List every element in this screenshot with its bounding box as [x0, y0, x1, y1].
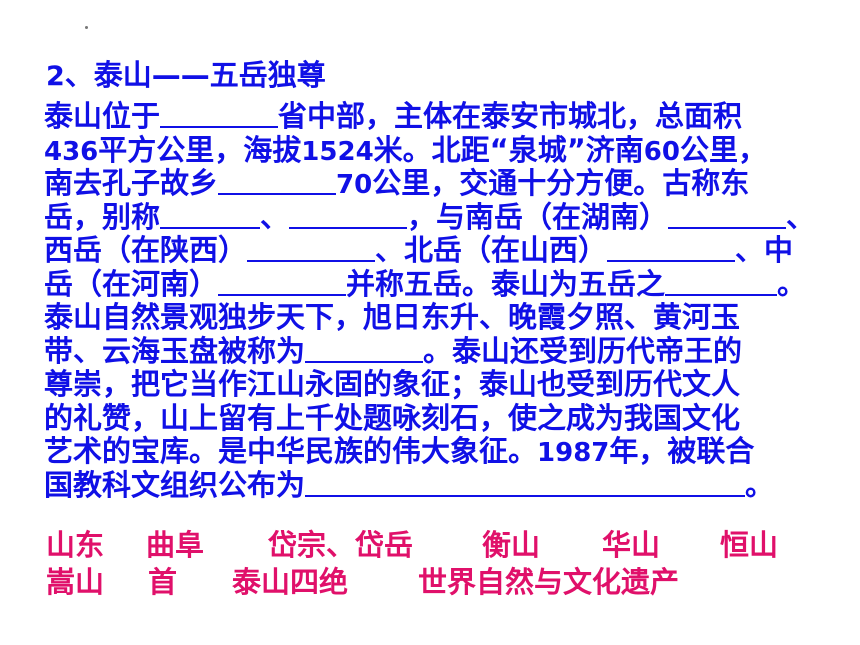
answer-item: 首: [148, 565, 178, 599]
passage-number: 70: [336, 170, 373, 200]
passage-text: 泰山位于: [44, 99, 161, 133]
passage-text: 。泰山还受到历代帝王的: [423, 333, 743, 368]
passage-line: 岳（在河南） 并称五岳。泰山为五岳之 。: [44, 266, 860, 302]
passage-text: 省中部，主体在泰安市城北，总面积: [278, 99, 743, 133]
answer-key: 山东 曲阜 岱宗、岱岳 衡山 华山 恒山 嵩山 首 泰山四绝 世界自然与文化遗产: [46, 527, 778, 601]
passage-line: 岳，别称 、 ，与南岳（在湖南） 、: [44, 199, 860, 235]
passage-text: 尊崇，把它当作江山永固的象征；泰山也受到历代文人: [44, 367, 741, 401]
answer-item: 嵩山: [46, 565, 105, 599]
answer-item: 衡山: [482, 528, 541, 562]
passage-line: 国教科文组织公布为 。: [44, 467, 860, 503]
section-number: 2: [46, 61, 65, 92]
passage-line: 的礼赞，山上留有上千处题咏刻石，使之成为我国文化: [44, 400, 860, 436]
passage: 泰山位于 省中部，主体在泰安市城北，总面积 436平方公里，海拔1524米。北距“…: [44, 99, 860, 503]
answer-item: 曲阜: [146, 528, 205, 562]
fill-blank-alias-2: [289, 202, 408, 229]
passage-text: 。: [777, 266, 807, 301]
answer-item: 泰山四绝: [232, 565, 349, 599]
answer-item: 华山: [602, 528, 661, 562]
passage-text: 、: [786, 199, 816, 234]
passage-text: 、北岳（在山西）: [375, 233, 608, 267]
fill-blank-central-mountain: [218, 269, 347, 296]
fill-blank-rank: [665, 269, 778, 296]
passage-line: 带、云海玉盘被称为 。泰山还受到历代帝王的: [44, 333, 860, 369]
passage-text: 带、云海玉盘被称为: [44, 333, 306, 368]
passage-text: 南去孔子故乡: [44, 166, 219, 200]
passage-text: 西岳（在陕西）: [44, 233, 248, 267]
passage-text: 公里，交通十分方便。古称东: [372, 166, 750, 200]
passage-text: ，与南岳（在湖南）: [407, 199, 669, 234]
passage-line: 尊崇，把它当作江山永固的象征；泰山也受到历代文人: [44, 367, 860, 402]
passage-line: 艺术的宝库。是中华民族的伟大象征。1987年，被联合: [44, 434, 860, 469]
passage-line: 泰山位于 省中部，主体在泰安市城北，总面积: [44, 99, 860, 134]
passage-line: 泰山自然景观独步天下，旭日东升、晚霞夕照、黄河玉: [44, 300, 860, 335]
answer-item: 岱宗、岱岳: [268, 528, 414, 562]
fill-blank-alias-1: [160, 202, 261, 229]
passage-text: 年，被联合: [609, 434, 755, 468]
passage-text: 岳（在河南）: [44, 266, 219, 301]
passage-number: 1987: [537, 438, 610, 468]
passage-text: 的礼赞，山上留有上千处题咏刻石，使之成为我国文化: [44, 400, 741, 435]
fill-blank-hometown: [218, 168, 337, 195]
passage-line: 西岳（在陕西） 、北岳（在山西） 、中: [44, 233, 860, 268]
passage-text: 、: [260, 199, 290, 234]
passage-text: 泰山自然景观独步天下，旭日东升、晚霞夕照、黄河玉: [44, 300, 741, 334]
answer-item: 世界自然与文化遗产: [418, 565, 680, 599]
fill-blank-north-mountain: [607, 235, 736, 262]
passage-text: 。: [745, 467, 775, 502]
answer-row: 山东 曲阜 岱宗、岱岳 衡山 华山 恒山: [46, 527, 778, 564]
passage-text: 米。北距“泉城”济南: [373, 132, 644, 167]
passage-text: 国教科文组织公布为: [44, 467, 306, 502]
passage-line: 南去孔子故乡 70公里，交通十分方便。古称东: [44, 166, 860, 201]
fill-blank-south-mountain: [668, 202, 787, 229]
fill-blank-heritage: [305, 470, 746, 497]
fill-blank-four-wonders: [305, 336, 424, 363]
passage-text: 并称五岳。泰山为五岳之: [346, 266, 666, 301]
section-title-text: 、泰山——五岳独尊: [64, 58, 326, 92]
answer-item: 山东: [46, 528, 105, 562]
passage-text: 艺术的宝库。是中华民族的伟大象征。: [44, 434, 538, 468]
passage-text: 岳，别称: [44, 199, 161, 234]
passage-number: 1524: [301, 136, 374, 167]
passage-text: 、中: [735, 233, 794, 267]
answer-row: 嵩山 首 泰山四绝 世界自然与文化遗产: [46, 564, 778, 601]
passage-number: 60: [643, 136, 680, 167]
passage-line: 436平方公里，海拔1524米。北距“泉城”济南60公里，: [44, 132, 860, 168]
passage-text: 公里，: [679, 132, 767, 167]
passage-text: 平方公里，海拔: [98, 132, 302, 167]
answer-item: 恒山: [720, 528, 779, 562]
fill-blank-province: [160, 101, 279, 128]
section-title: 2、泰山——五岳独尊: [46, 56, 326, 96]
fill-blank-west-mountain: [247, 235, 376, 262]
decorative-dot: [85, 26, 88, 29]
passage-number: 436: [44, 136, 99, 167]
